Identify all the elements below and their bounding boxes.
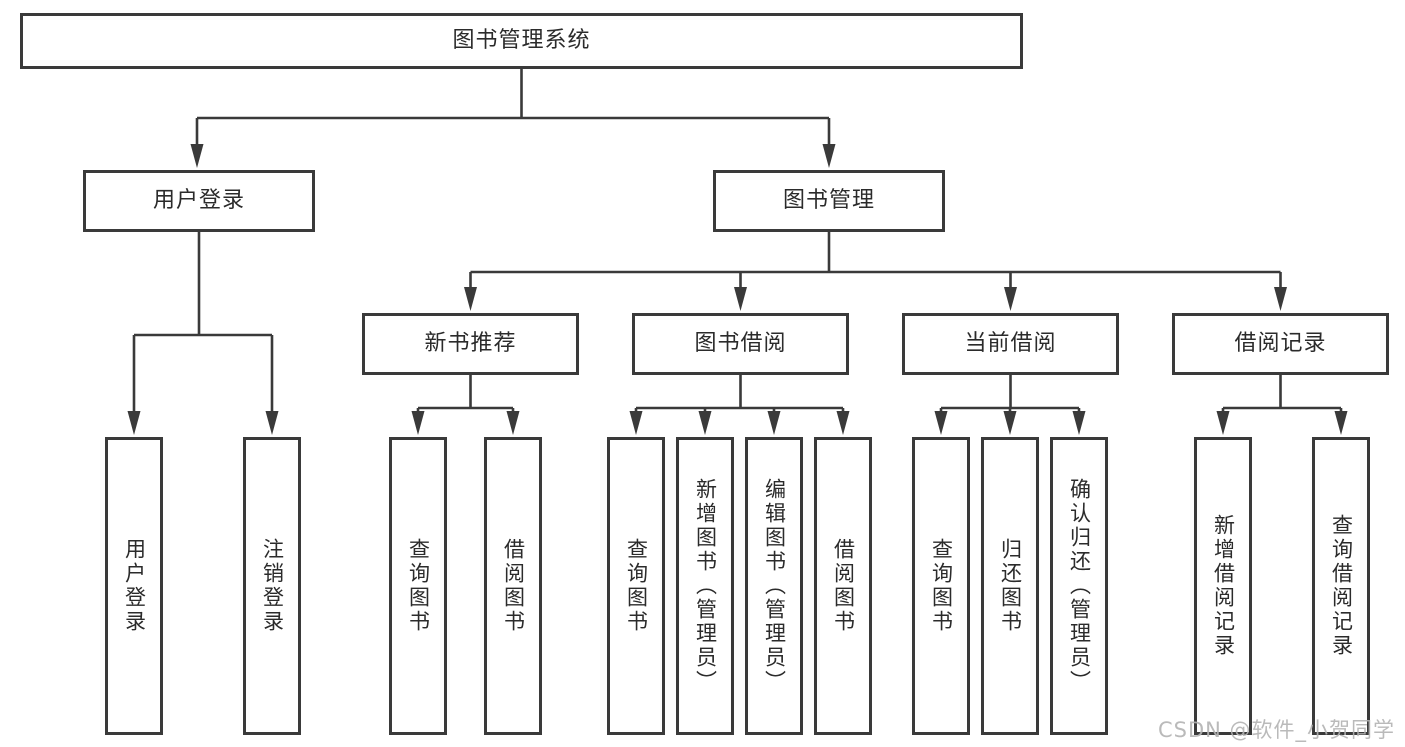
arrowhead-icon bbox=[836, 411, 850, 435]
node-box-leaf-user-login: 用户登录 bbox=[105, 437, 163, 735]
node-label-confirm-return-admin: 确认归还（管理员） bbox=[1067, 478, 1092, 694]
node-box-book-borrowing: 图书借阅 bbox=[632, 313, 849, 375]
arrowhead-icon bbox=[127, 411, 141, 435]
node-box-book-management: 图书管理 bbox=[713, 170, 945, 232]
arrowhead-icon bbox=[464, 287, 477, 311]
arrowhead-icon bbox=[1072, 411, 1086, 435]
arrowhead-icon bbox=[629, 411, 643, 435]
node-box-leaf-logout: 注销登录 bbox=[243, 437, 301, 735]
node-box-query-books-3: 查询图书 bbox=[912, 437, 970, 735]
node-box-add-borrow-record: 新增借阅记录 bbox=[1194, 437, 1252, 735]
node-box-borrow-books-2: 借阅图书 bbox=[814, 437, 872, 735]
node-box-edit-books-admin: 编辑图书（管理员） bbox=[745, 437, 803, 735]
arrowhead-icon bbox=[411, 411, 425, 435]
arrowhead-icon bbox=[698, 411, 712, 435]
arrowhead-icon bbox=[1334, 411, 1348, 435]
node-label-user-login: 用户登录 bbox=[152, 187, 245, 213]
node-label-query-borrow-record: 查询借阅记录 bbox=[1329, 514, 1354, 658]
csdn-watermark-text: CSDN @软件_小贺同学 bbox=[1158, 718, 1396, 742]
node-label-return-books: 归还图书 bbox=[998, 538, 1023, 634]
node-box-add-books-admin: 新增图书（管理员） bbox=[676, 437, 734, 735]
node-label-leaf-logout: 注销登录 bbox=[260, 538, 285, 634]
node-label-book-management: 图书管理 bbox=[782, 187, 875, 213]
node-label-borrow-books-2: 借阅图书 bbox=[831, 538, 856, 634]
arrowhead-icon bbox=[767, 411, 781, 435]
arrowhead-icon bbox=[934, 411, 948, 435]
node-box-confirm-return-admin: 确认归还（管理员） bbox=[1050, 437, 1108, 735]
node-box-new-book-recommend: 新书推荐 bbox=[362, 313, 579, 375]
node-label-leaf-user-login: 用户登录 bbox=[122, 538, 147, 634]
node-label-query-books-2: 查询图书 bbox=[624, 538, 649, 634]
node-box-borrow-books-1: 借阅图书 bbox=[484, 437, 542, 735]
node-label-new-book-recommend: 新书推荐 bbox=[424, 330, 517, 356]
arrowhead-icon bbox=[265, 411, 279, 435]
node-label-book-borrowing: 图书借阅 bbox=[694, 330, 787, 356]
arrowhead-icon bbox=[1004, 287, 1017, 311]
node-label-query-books-1: 查询图书 bbox=[406, 538, 431, 634]
node-box-borrowing-records: 借阅记录 bbox=[1172, 313, 1389, 375]
node-label-add-books-admin: 新增图书（管理员） bbox=[693, 478, 718, 694]
node-label-add-borrow-record: 新增借阅记录 bbox=[1211, 514, 1236, 658]
node-label-query-books-3: 查询图书 bbox=[929, 538, 954, 634]
node-label-edit-books-admin: 编辑图书（管理员） bbox=[762, 478, 787, 694]
node-box-user-login: 用户登录 bbox=[83, 170, 315, 232]
arrowhead-icon bbox=[1274, 287, 1287, 311]
node-box-library-system: 图书管理系统 bbox=[20, 13, 1023, 69]
node-box-query-books-1: 查询图书 bbox=[389, 437, 447, 735]
arrowhead-icon bbox=[1216, 411, 1230, 435]
arrowhead-icon bbox=[734, 287, 747, 311]
arrowhead-icon bbox=[822, 144, 836, 168]
arrowhead-icon bbox=[190, 144, 204, 168]
node-box-return-books: 归还图书 bbox=[981, 437, 1039, 735]
node-label-library-system: 图书管理系统 bbox=[452, 27, 591, 53]
node-label-borrow-books-1: 借阅图书 bbox=[501, 538, 526, 634]
node-box-current-borrowing: 当前借阅 bbox=[902, 313, 1119, 375]
arrowhead-icon bbox=[1003, 411, 1017, 435]
node-label-current-borrowing: 当前借阅 bbox=[964, 330, 1057, 356]
node-label-borrowing-records: 借阅记录 bbox=[1234, 330, 1327, 356]
arrowhead-icon bbox=[506, 411, 520, 435]
csdn-watermark: CSDN @软件_小贺同学 bbox=[1158, 714, 1395, 744]
node-box-query-books-2: 查询图书 bbox=[607, 437, 665, 735]
node-box-query-borrow-record: 查询借阅记录 bbox=[1312, 437, 1370, 735]
